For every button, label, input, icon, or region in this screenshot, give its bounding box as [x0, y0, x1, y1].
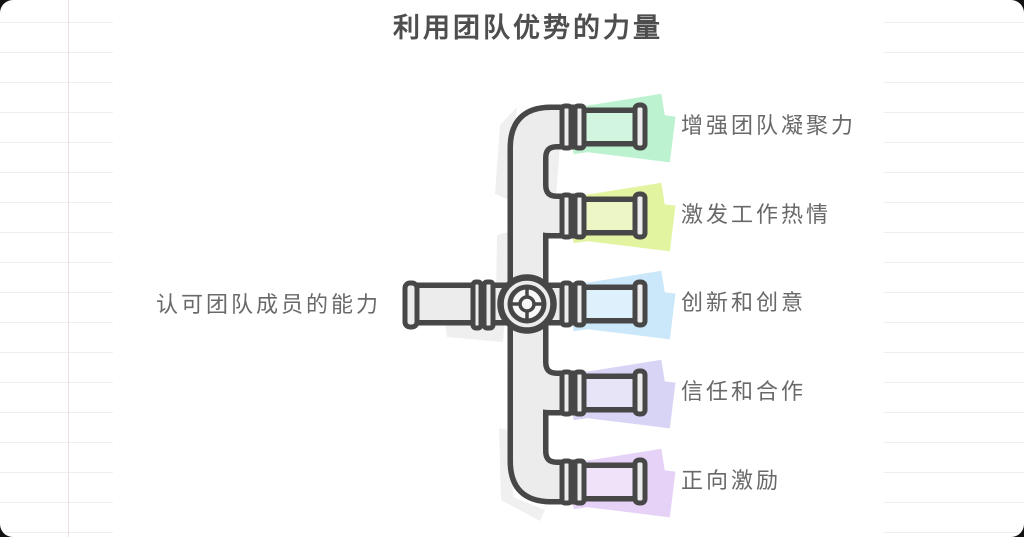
endcap-ring — [632, 102, 648, 151]
flange-ring — [572, 369, 587, 417]
flange-ring — [559, 280, 574, 328]
inlet-endcap-ring — [402, 280, 420, 330]
flange-ring — [572, 103, 587, 151]
flange-ring — [572, 458, 587, 506]
flange-ring — [559, 458, 574, 506]
endcap-ring — [632, 191, 648, 240]
branch-label-4: 信任和合作 — [681, 380, 807, 405]
pipe-flanges — [402, 102, 648, 506]
root-node-label: 认可团队成员的能力 — [155, 293, 381, 318]
branch-label-1: 增强团队凝聚力 — [681, 114, 857, 139]
valve-wheel-hub — [518, 295, 536, 313]
endcap-ring — [632, 279, 648, 328]
diagram-title: 利用团队优势的力量 — [393, 13, 663, 44]
endcap-ring — [632, 368, 648, 417]
valve-wheel-icon — [497, 274, 557, 334]
flange-ring — [572, 280, 587, 328]
branch-label-2: 激发工作热情 — [681, 203, 832, 228]
flange-ring — [572, 192, 587, 240]
flange-ring — [559, 369, 574, 417]
flange-ring — [559, 192, 574, 240]
inlet-flange-ring — [470, 279, 484, 331]
branch-label-5: 正向激励 — [681, 469, 782, 494]
flange-ring — [559, 103, 574, 151]
endcap-ring — [632, 457, 648, 506]
paper-margin-line — [68, 0, 69, 537]
inlet-flange-ring — [481, 279, 496, 331]
branch-label-3: 创新和创意 — [681, 291, 807, 316]
